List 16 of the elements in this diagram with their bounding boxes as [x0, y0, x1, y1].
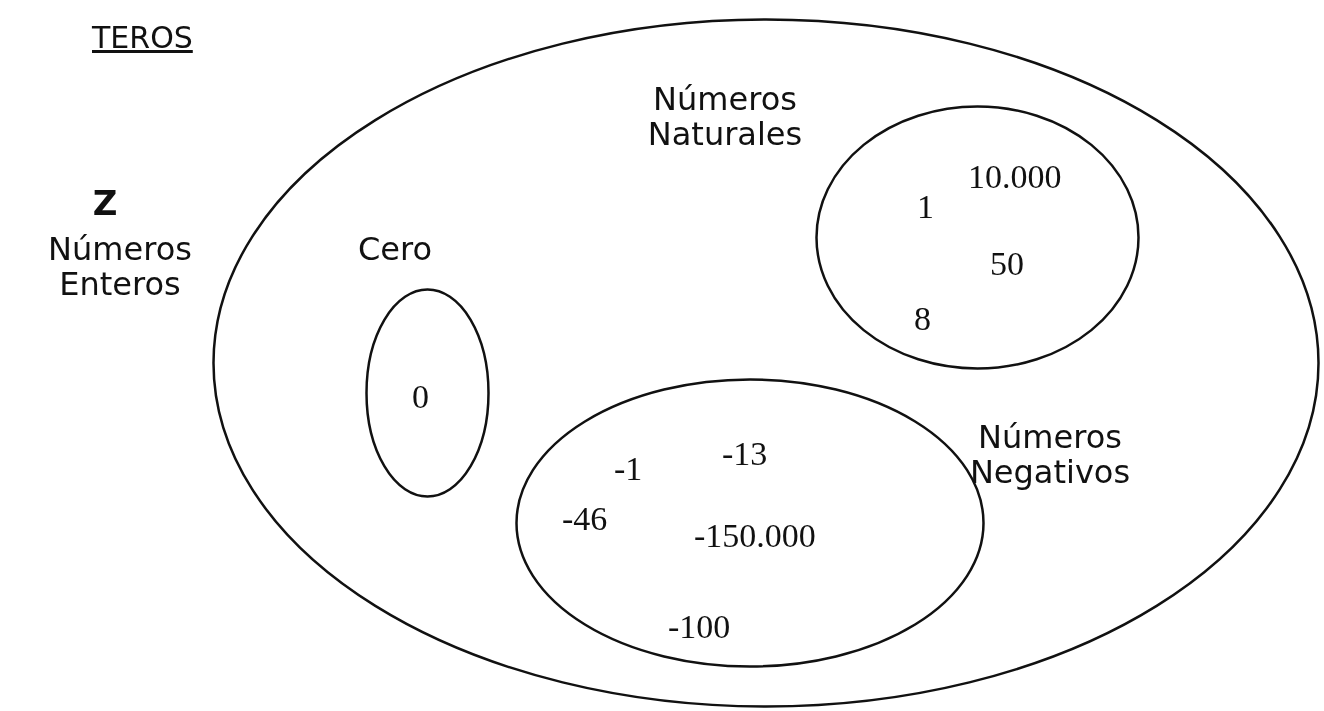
number-label: -100 [668, 608, 731, 646]
number-label: 50 [990, 245, 1024, 283]
number-label: -150.000 [694, 517, 816, 555]
number-label: -46 [562, 500, 608, 538]
set-symbol: Z [91, 185, 119, 223]
number-label: 10.000 [968, 158, 1062, 196]
set-label: Números Negativos [968, 420, 1132, 491]
title: TEROS [92, 20, 193, 55]
number-label: 0 [412, 378, 429, 416]
set-label: Cero [356, 232, 434, 268]
number-label: -13 [722, 435, 768, 473]
number-label: 8 [914, 300, 931, 338]
set-label: Números Enteros [47, 232, 193, 303]
number-label: 1 [917, 188, 934, 226]
set-label: Números Naturales [646, 82, 804, 153]
number-label: -1 [614, 450, 643, 488]
